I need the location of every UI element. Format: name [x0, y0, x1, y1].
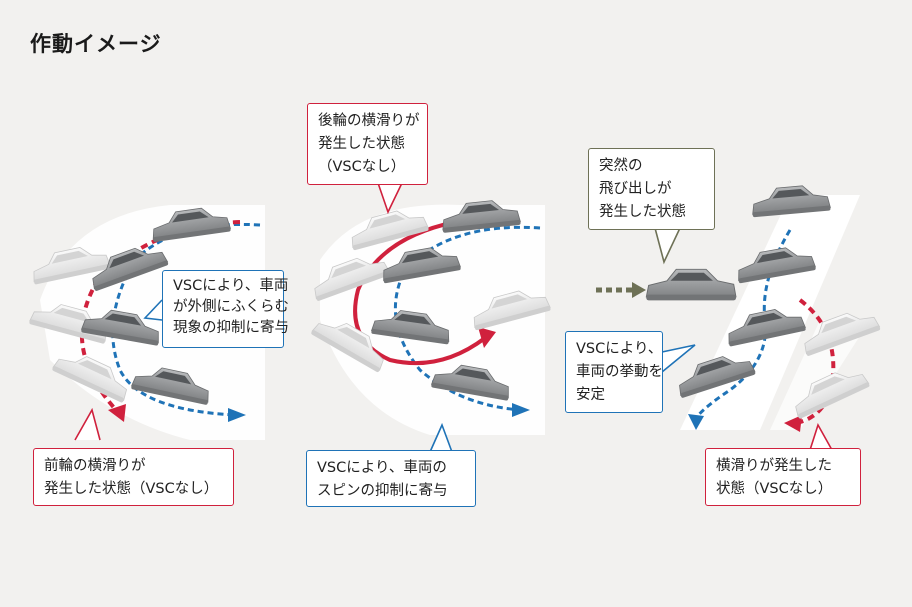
red-arrow [478, 327, 496, 348]
blue-arrow [512, 403, 530, 417]
red-arrow [108, 404, 126, 422]
callout-line: VSCにより、 [576, 341, 663, 357]
blue-path-line [693, 229, 792, 421]
blue-arrow [228, 408, 246, 422]
callout-line: 横滑りが発生した [716, 458, 832, 474]
callout-pointers [74, 182, 833, 453]
road-surface-right [770, 320, 870, 430]
callout-rear-skid: 後輪の横滑りが 発生した状態 （VSCなし） [307, 103, 428, 185]
red-arrow [784, 415, 802, 432]
callout-line: スピンの抑制に寄与 [317, 483, 448, 499]
callout-line: 飛び出しが [599, 181, 672, 197]
callout-vsc-spin: VSCにより、車両の スピンの抑制に寄与 [306, 450, 476, 507]
callout-line: 発生した状態（VSCなし） [44, 481, 219, 497]
panel-sudden-obstacle [596, 183, 882, 432]
callout-line: 前輪の横滑りが [44, 458, 146, 474]
callout-line: が外側にふくらむ [173, 299, 289, 315]
callout-line: 安定 [576, 387, 605, 403]
callout-line: 突然の [599, 158, 643, 174]
olive-arrowhead [632, 282, 646, 298]
panel-front-skid [28, 204, 265, 440]
callout-line: 状態（VSCなし） [716, 481, 833, 497]
callout-line: 発生した状態 [318, 136, 405, 152]
callout-line: 現象の抑制に寄与 [173, 320, 289, 336]
callout-line: VSCにより、車両 [173, 278, 289, 294]
callout-vsc-stable: VSCにより、 車両の挙動を 安定 [565, 331, 663, 413]
callout-line: 車両の挙動を [576, 364, 663, 380]
red-skid-path [353, 220, 487, 366]
callout-sudden: 突然の 飛び出しが 発生した状態 [588, 148, 715, 230]
callout-line: 後輪の横滑りが [318, 113, 420, 129]
callout-vsc-bulge: VSCにより、車両 が外側にふくらむ 現象の抑制に寄与 [162, 270, 289, 348]
callout-front-skid: 前輪の横滑りが 発生した状態（VSCなし） [33, 448, 234, 506]
callout-line: VSCにより、車両の [317, 460, 447, 476]
callout-side-skid: 横滑りが発生した 状態（VSCなし） [705, 448, 861, 506]
callout-line: （VSCなし） [318, 159, 406, 175]
blue-path-line [393, 225, 541, 412]
panel-rear-skid [307, 197, 552, 435]
blue-arrow [688, 414, 704, 430]
callout-line: 発生した状態 [599, 204, 686, 220]
page-title: 作動イメージ [30, 32, 162, 56]
